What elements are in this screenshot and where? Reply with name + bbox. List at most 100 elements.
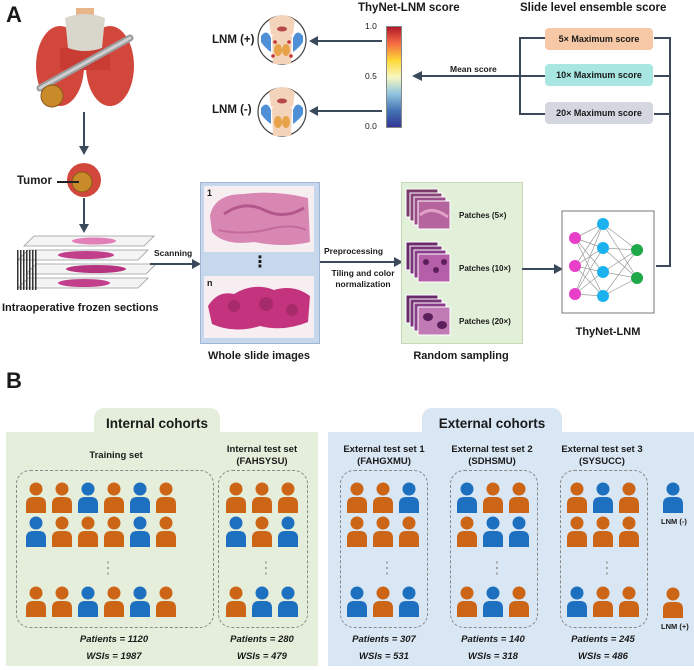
patches-20x-label: Patches (20×): [459, 317, 511, 326]
set-title-ext2-2: (SDHSMU): [468, 456, 516, 467]
wsi-dots: ⋮: [252, 254, 268, 271]
arrow-to-lnm-neg: [309, 106, 382, 116]
arrow-mean-score: [412, 71, 522, 81]
model-label: ThyNet-LNM: [575, 326, 641, 338]
training-set-group: [16, 470, 214, 628]
arrow-to-lnm-pos: [309, 36, 382, 46]
training-person: [78, 586, 98, 617]
ext3-patients: Patients = 245: [571, 634, 635, 645]
training-person: [104, 516, 124, 547]
external-cohorts-title: External cohorts: [438, 416, 546, 431]
external-test-2-group: [450, 470, 538, 628]
ext1-wsis: WSIs = 531: [359, 651, 409, 662]
ext2-wsis: WSIs = 318: [468, 651, 518, 662]
ext3-person: [619, 516, 639, 547]
lnm-pos-neck-icon: [257, 15, 307, 65]
set-title-ext1-1: External test set 1: [343, 444, 425, 455]
ext3-person: [619, 586, 639, 617]
training-person: [104, 482, 124, 513]
set-title-training: Training set: [89, 450, 143, 461]
score-title: ThyNet-LNM score: [358, 2, 460, 14]
colorbar-tick-mid: 0.5: [365, 71, 377, 81]
patch-stack-20x: [405, 294, 451, 336]
ext2-person: [483, 586, 503, 617]
ext3-person: [593, 482, 613, 513]
lnm-neg-neck-icon: [257, 87, 307, 137]
training-person: [26, 516, 46, 547]
external-test-3-group: [560, 470, 648, 628]
training-patients: Patients = 1120: [79, 634, 149, 645]
training-person: [156, 516, 176, 547]
set-title-internal-1: Internal test set: [226, 444, 298, 455]
internal-cohorts-tab: [94, 408, 220, 442]
legend-lnm-neg-person: [663, 482, 683, 513]
internal-person: [278, 586, 298, 617]
internal-person: [252, 482, 272, 513]
ensemble-box-20x: 20× Maximum score: [545, 102, 653, 124]
ext3-person: [567, 482, 587, 513]
ext2-person: [457, 516, 477, 547]
random-sampling-label: Random sampling: [413, 350, 509, 362]
internal-wsis: WSIs = 479: [237, 651, 287, 662]
ext1-person: [399, 586, 419, 617]
set-title-internal-2: (FAHSYSU): [236, 456, 288, 467]
internal-person: [226, 516, 246, 547]
arrow-scanning: [150, 259, 201, 269]
ext3-wsis: WSIs = 486: [578, 651, 628, 662]
scanning-label: Scanning: [154, 248, 193, 258]
patches-5x-label: Patches (5×): [459, 211, 507, 220]
wsi-index-1: 1: [207, 188, 213, 198]
ext3-person: [593, 586, 613, 617]
legend-lnm-pos-person: [663, 587, 683, 618]
arrow-tumor-to-sections: [79, 198, 89, 233]
internal-person: [278, 482, 298, 513]
training-person: [26, 482, 46, 513]
ext1-patients: Patients = 307: [352, 634, 416, 645]
internal-person: [226, 586, 246, 617]
set-title-ext2-1: External test set 2: [451, 444, 533, 455]
training-person: [156, 482, 176, 513]
external-cohorts-tab: [422, 408, 562, 442]
internal-person: [252, 586, 272, 617]
training-person: [130, 516, 150, 547]
lnm-neg-label: LNM (-): [212, 104, 252, 116]
training-person: [78, 482, 98, 513]
ext1-person: [399, 482, 419, 513]
arrow-thyroid-to-tumor: [79, 112, 89, 155]
ensemble-box-5x: 5× Maximum score: [545, 28, 653, 50]
tumor-label: Tumor: [17, 175, 52, 187]
internal-person: [278, 516, 298, 547]
training-person: [78, 516, 98, 547]
colorbar-tick-top: 1.0: [365, 21, 377, 31]
tiling-label-1: Tiling and color: [331, 268, 395, 278]
training-person: [130, 482, 150, 513]
ext2-person: [509, 482, 529, 513]
legend-lnm-pos-label: LNM (+): [661, 622, 689, 631]
ext3-person: [567, 586, 587, 617]
panel-b-letter: B: [6, 368, 22, 393]
external-test-1-group: [340, 470, 428, 628]
external-3-dots: ⋮: [599, 560, 615, 577]
training-wsis: WSIs = 1987: [86, 651, 142, 662]
frozen-sections-label: Intraoperative frozen sections: [2, 302, 159, 314]
ensemble-box-10x: 10× Maximum score: [545, 64, 653, 86]
internal-person: [226, 482, 246, 513]
tiling-label-2: normalization: [335, 279, 391, 289]
tumor-pointer-line: [57, 181, 79, 183]
set-title-ext1-2: (FAHGXMU): [357, 456, 411, 467]
training-person: [52, 482, 72, 513]
wsi-label: Whole slide images: [207, 350, 311, 362]
internal-person: [252, 516, 272, 547]
wsi-index-n: n: [207, 278, 213, 288]
ext1-person: [373, 516, 393, 547]
external-2-dots: ⋮: [489, 560, 505, 577]
ext1-person: [373, 586, 393, 617]
internal-test-dots: ⋮: [258, 560, 274, 577]
training-person: [52, 516, 72, 547]
external-1-dots: ⋮: [379, 560, 395, 577]
mean-score-label: Mean score: [450, 64, 497, 74]
ext2-person: [483, 516, 503, 547]
training-person: [52, 586, 72, 617]
frozen-section-slides: [16, 235, 157, 290]
